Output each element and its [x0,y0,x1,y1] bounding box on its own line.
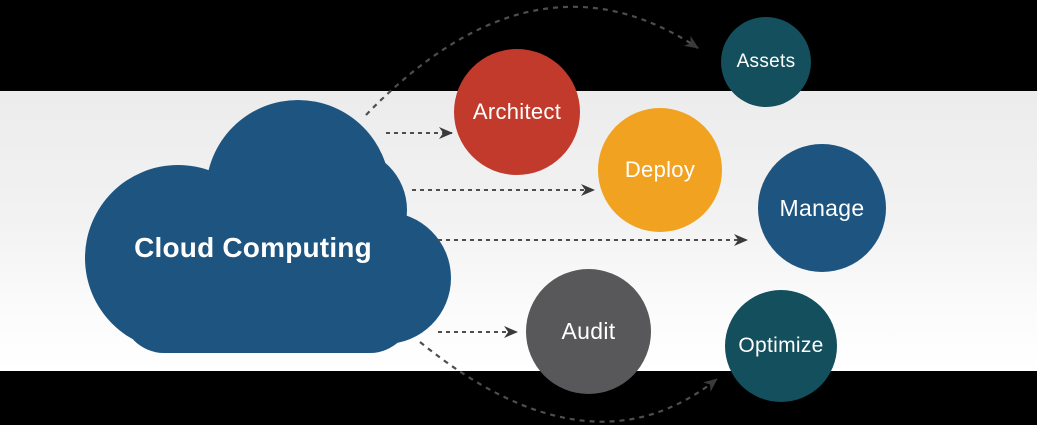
bottom-letterbox-bar [0,371,1037,425]
node-assets-label: Assets [736,51,796,72]
node-deploy: Deploy [598,108,722,232]
connector-cloud-to-optimize [419,341,718,423]
node-manage: Manage [758,144,886,272]
node-deploy-label: Deploy [624,157,696,182]
node-audit-label: Audit [561,318,616,344]
connector-cloud-to-assets [365,5,699,116]
node-optimize: Optimize [725,290,837,402]
node-optimize-label: Optimize [738,334,824,357]
cloud-shape [85,100,451,353]
node-audit: Audit [526,269,651,394]
node-manage-label: Manage [779,194,865,221]
node-assets: Assets [721,17,811,107]
node-architect-label: Architect [472,99,562,124]
node-architect: Architect [454,49,580,175]
